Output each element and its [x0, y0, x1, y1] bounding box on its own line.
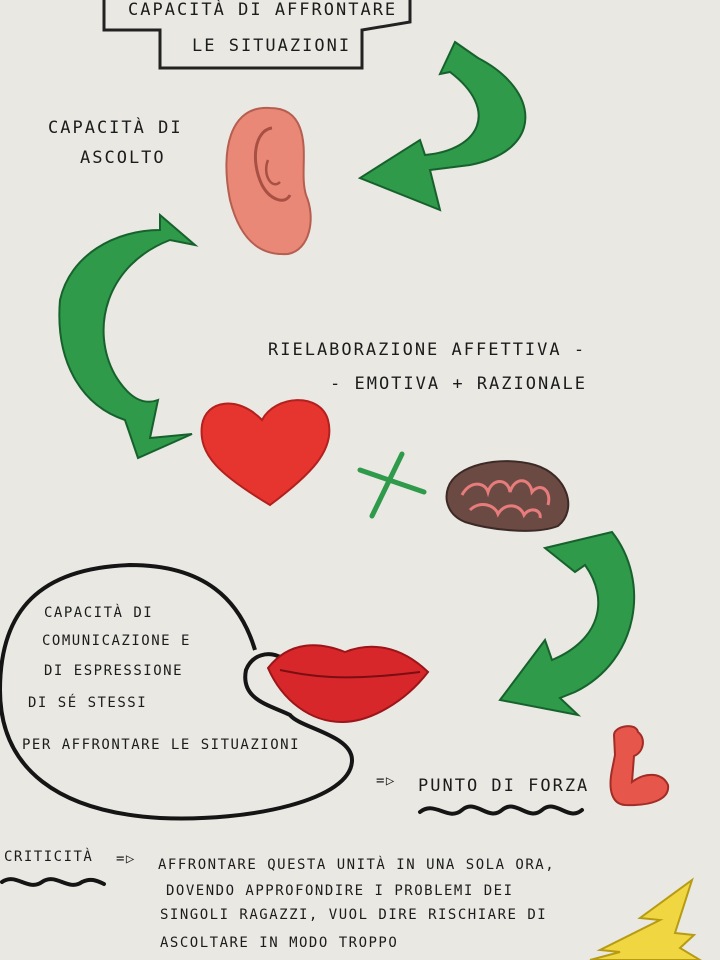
arrow-to-heart-icon — [58, 212, 199, 460]
criticality-line-4: ascoltare in modo troppo — [160, 935, 399, 951]
criticality-arrow: =▷ — [116, 851, 136, 867]
criticality-label: Criticità — [4, 849, 94, 865]
elaboration-line-2: - emotiva + razionale — [330, 374, 587, 394]
lips-icon — [266, 644, 430, 724]
plus-icon — [357, 451, 427, 519]
lightning-icon — [589, 877, 702, 960]
speech-balloon — [0, 562, 355, 821]
communication-line-5: per affrontare le situazioni — [22, 737, 301, 753]
criticality-underline — [0, 877, 106, 887]
title-frame — [102, 0, 412, 70]
brain-icon — [445, 460, 570, 532]
strength-label: Punto di forza — [418, 776, 590, 796]
communication-line-1: Capacità di — [44, 605, 154, 621]
title-line-2: le situazioni — [192, 36, 352, 56]
communication-line-4: di sé stessi — [28, 695, 148, 711]
criticality-line-2: dovendo approfondire i problemi dei — [166, 883, 514, 899]
criticality-line-1: Affrontare questa unità in una sola ora, — [158, 857, 556, 873]
arrow-to-ear-icon — [357, 40, 527, 212]
communication-line-3: di espressione — [44, 663, 184, 679]
title-line-1: Capacità di affrontare — [128, 0, 398, 20]
strength-arrow: =▷ — [376, 773, 396, 789]
listening-line-1: Capacità di — [48, 118, 183, 138]
listening-line-2: ascolto — [80, 148, 166, 168]
flexed-arm-icon — [609, 725, 670, 807]
criticality-line-3: singoli ragazzi, vuol dire rischiare di — [160, 907, 548, 923]
heart-icon — [200, 399, 331, 507]
ear-icon — [225, 106, 312, 256]
communication-line-2: comunicazione e — [42, 633, 191, 649]
elaboration-line-1: Rielaborazione affettiva - — [268, 340, 587, 360]
strength-underline — [418, 804, 584, 816]
arrow-to-lips-icon — [498, 530, 636, 717]
